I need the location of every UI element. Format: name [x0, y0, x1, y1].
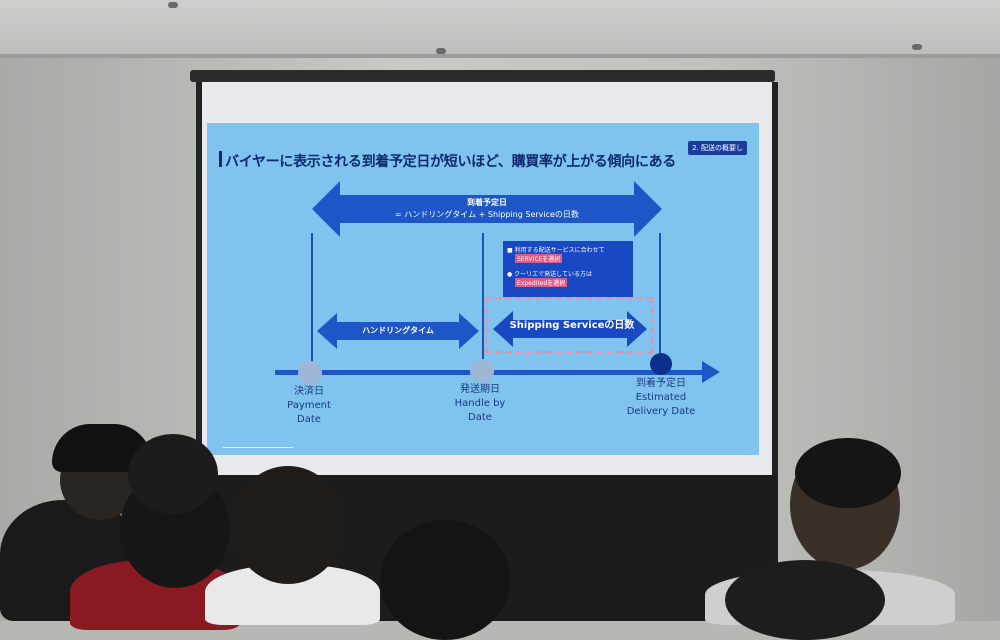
stage-delivery-en2: Delivery Date: [626, 406, 696, 417]
ceiling: [0, 0, 1000, 58]
handling-double-arrow: [317, 313, 479, 349]
ceiling-light: [168, 2, 178, 8]
title-bar: [219, 151, 222, 167]
stage-handle-en2: Date: [468, 412, 492, 423]
audience-head: [232, 466, 344, 584]
total-arrow-sublabel: = ハンドリングタイム + Shipping Serviceの日数: [395, 210, 579, 219]
timeline-arrow-head: [702, 361, 720, 383]
ceiling-light: [436, 48, 446, 54]
info-highlight1: SERVICEを選択: [515, 254, 563, 263]
stage-payment-en1: Payment: [287, 400, 331, 411]
info-line2: ● クーリエで発送している方は: [507, 271, 592, 278]
stage-handle-en1: Handle by: [454, 398, 506, 409]
audience-head: [128, 434, 218, 514]
screen-housing: [190, 70, 775, 82]
shipping-arrow-label: Shipping Serviceの日数: [509, 320, 635, 331]
stage-handle-jp: 発送期日: [460, 384, 500, 395]
ceiling-light: [912, 44, 922, 50]
handling-arrow-label: ハンドリングタイム: [362, 326, 434, 335]
delivery-guide-line: [659, 233, 661, 353]
stage-delivery: 到着予定日 Estimated Delivery Date: [621, 377, 701, 419]
stage-payment-en2: Date: [297, 414, 321, 425]
slide-footer-line: [223, 447, 293, 448]
shipping-double-arrow: [493, 311, 647, 347]
projected-slide: 2. 配送の概要し バイヤーに表示される到着予定日が短いほど、購買率が上がる傾向…: [207, 123, 759, 455]
handle-guide-line: [482, 233, 484, 370]
audience-head: [380, 520, 510, 640]
stage-delivery-en1: Estimated: [635, 392, 687, 403]
handle-date-marker: [470, 359, 494, 383]
slide-title: バイヤーに表示される到着予定日が短いほど、購買率が上がる傾向にある: [225, 154, 676, 170]
info-highlight2: Expeditedを選択: [515, 278, 568, 287]
stage-delivery-jp: 到着予定日: [636, 378, 686, 389]
total-double-arrow: [312, 181, 662, 237]
info-line1: ■ 利用する配送サービスに合わせて: [507, 247, 605, 254]
info-box: ■ 利用する配送サービスに合わせて SERVICEを選択 ● クーリエで発送して…: [503, 241, 633, 297]
section-badge: 2. 配送の概要し: [688, 141, 747, 155]
ceiling-seam: [0, 54, 1000, 58]
payment-date-marker: [298, 361, 322, 385]
stage-handle-by: 発送期日 Handle by Date: [440, 383, 520, 425]
delivery-date-marker: [650, 353, 672, 375]
audience-hair: [795, 438, 901, 508]
audience-head: [725, 560, 885, 640]
payment-guide-line: [311, 233, 313, 370]
stage-payment: 決済日 Payment Date: [269, 385, 349, 427]
stage-payment-jp: 決済日: [294, 386, 324, 397]
shipping-dashed-highlight: [485, 297, 653, 353]
total-arrow-label: 到着予定日: [467, 198, 507, 207]
